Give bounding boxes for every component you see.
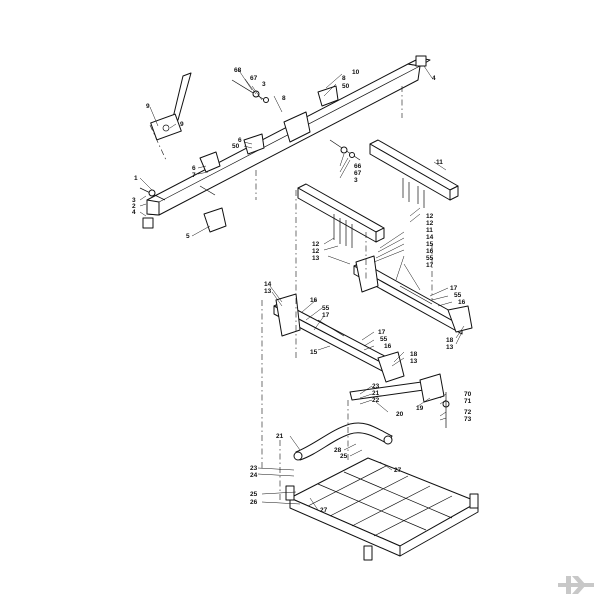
callout-50: 50: [342, 83, 350, 90]
callout-21: 21: [372, 390, 380, 397]
callout-labels: 68 67 3 8 10 8 50 4 9 9 6 50 6 7 66 67 3…: [132, 67, 472, 514]
fasteners-top: [139, 79, 361, 201]
callout-13: 13: [446, 344, 454, 351]
callout-71: 71: [464, 398, 472, 405]
callout-leaders: [139, 65, 465, 511]
callout-55: 55: [454, 292, 462, 299]
callout-16: 16: [426, 248, 434, 255]
callout-11: 11: [426, 227, 433, 234]
callout-73: 73: [464, 416, 472, 423]
assembly-lines: [149, 86, 433, 500]
callout-17: 17: [450, 285, 458, 292]
lever-handle: [150, 72, 192, 141]
callout-27: 27: [394, 467, 402, 474]
callout-9: 9: [180, 121, 184, 128]
center-clamp: [142, 55, 427, 233]
kramp-logo-icon: [558, 576, 594, 594]
callout-3: 3: [262, 81, 266, 88]
callout-25: 25: [340, 453, 348, 460]
callout-6: 6: [192, 165, 196, 172]
callout-15: 15: [426, 241, 434, 248]
callout-72: 72: [464, 409, 472, 416]
callout-23: 23: [372, 383, 380, 390]
callout-12: 12: [426, 213, 434, 220]
callout-4: 4: [432, 75, 436, 82]
callout-13: 13: [312, 255, 320, 262]
callout-3: 3: [132, 197, 136, 204]
callout-8: 8: [282, 95, 286, 102]
callout-12: 12: [426, 220, 434, 227]
cross-member-middle: [297, 183, 385, 248]
swing-arm: [293, 422, 393, 461]
callout-68: 68: [234, 67, 242, 74]
callout-25: 25: [250, 491, 258, 498]
callout-8: 8: [342, 75, 346, 82]
callout-55: 55: [322, 305, 330, 312]
callout-22: 22: [372, 397, 380, 404]
callout-3: 3: [354, 177, 358, 184]
callout-67: 67: [250, 75, 258, 82]
callout-55: 55: [380, 336, 388, 343]
callout-14: 14: [264, 281, 272, 288]
callout-11: 11: [436, 159, 443, 166]
axle-left: [273, 293, 405, 383]
callout-12: 12: [312, 241, 320, 248]
callout-23: 23: [250, 465, 258, 472]
callout-5: 5: [186, 233, 190, 240]
callout-70: 70: [464, 391, 472, 398]
callout-2: 2: [132, 203, 136, 210]
axle-right: [353, 255, 473, 335]
linkage-rod: [349, 373, 450, 428]
callout-6: 6: [238, 137, 242, 144]
callout-18: 18: [446, 337, 454, 344]
callout-20: 20: [396, 411, 404, 418]
callout-12: 12: [312, 248, 320, 255]
callout-7: 7: [192, 172, 196, 179]
callout-50: 50: [232, 143, 240, 150]
callout-17: 17: [322, 312, 330, 319]
callout-24: 24: [250, 472, 258, 479]
callout-13: 13: [410, 358, 418, 365]
callout-55: 55: [426, 255, 434, 262]
callout-17: 17: [378, 329, 386, 336]
callout-9: 9: [146, 103, 150, 110]
callout-1: 1: [134, 175, 138, 182]
callout-10: 10: [352, 69, 360, 76]
callout-4: 4: [132, 209, 136, 216]
callout-13: 13: [264, 288, 272, 295]
callout-15: 15: [310, 349, 318, 356]
callout-16: 16: [458, 299, 466, 306]
callout-19: 19: [416, 405, 424, 412]
platform-frame: [285, 457, 479, 561]
cross-member-right: [369, 139, 459, 208]
callout-17: 17: [426, 262, 434, 269]
callout-27: 27: [320, 507, 328, 514]
callout-18: 18: [410, 351, 418, 358]
callout-66: 66: [354, 163, 362, 170]
callout-28: 28: [334, 447, 342, 454]
callout-16: 16: [384, 343, 392, 350]
callout-21: 21: [276, 433, 284, 440]
callout-16: 16: [310, 297, 318, 304]
callout-67: 67: [354, 170, 362, 177]
callout-14: 14: [426, 234, 434, 241]
callout-26: 26: [250, 499, 258, 506]
